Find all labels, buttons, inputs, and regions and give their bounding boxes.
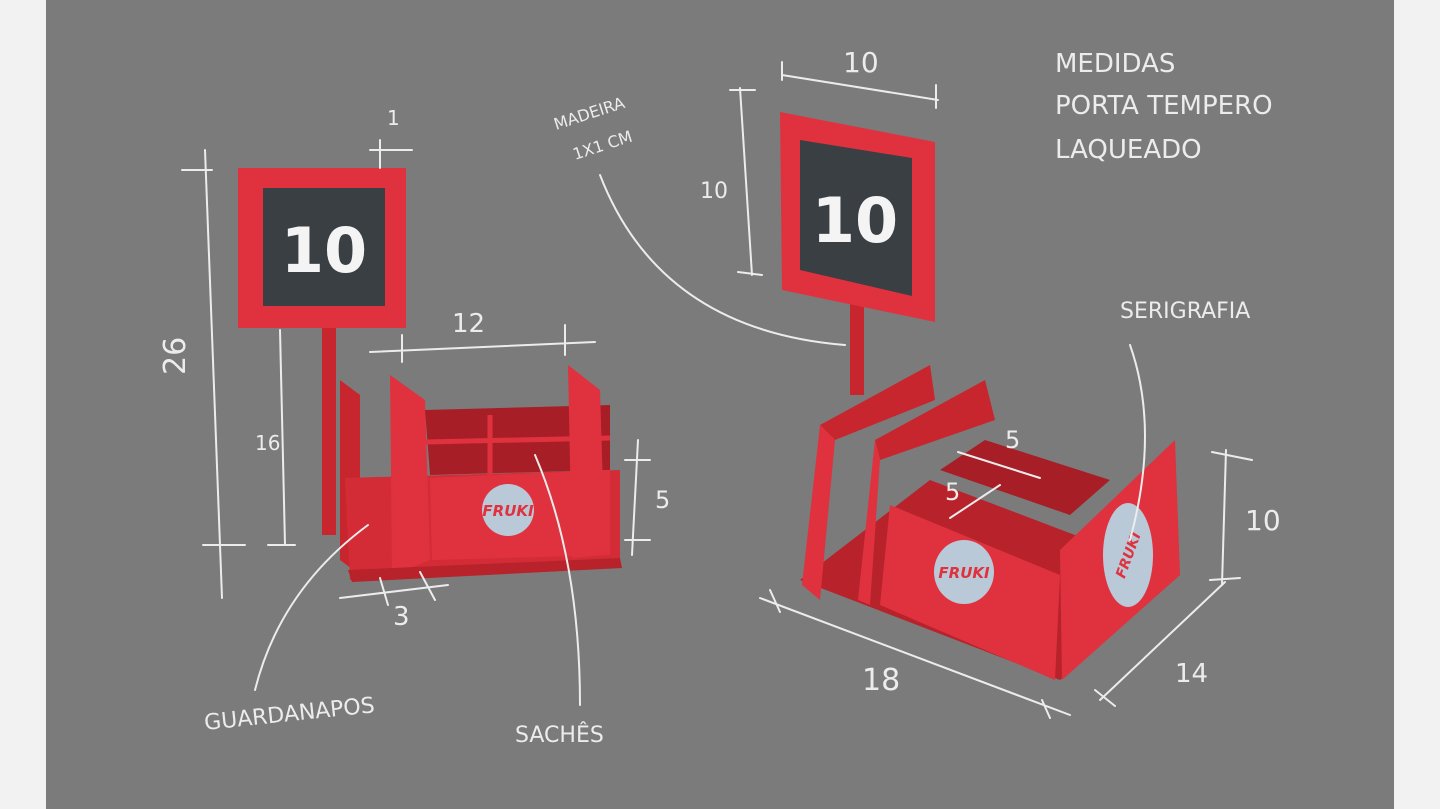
- material-line-1: MADEIRA: [551, 93, 627, 134]
- dim-depth: 14: [1175, 659, 1208, 689]
- title-line-1: MEDIDAS: [1055, 49, 1175, 79]
- sketch-canvas: 10 FRUKI 10 FRUKI FRUKI: [46, 0, 1394, 809]
- dim-post-height: 16: [255, 431, 280, 455]
- title-line-3: LAQUEADO: [1055, 135, 1202, 165]
- dim-sign-height: 10: [700, 179, 728, 204]
- dim-cell-depth: 5: [945, 478, 960, 506]
- sketch-drawing: 10 FRUKI 10 FRUKI FRUKI: [158, 46, 1281, 748]
- dim-sign-width: 10: [843, 46, 879, 79]
- right-chalkboard: [800, 140, 912, 296]
- title-line-2: PORTA TEMPERO: [1055, 91, 1273, 121]
- serigrafia-label: SERIGRAFIA: [1120, 299, 1250, 324]
- left-model: 10 FRUKI: [238, 168, 622, 582]
- dim-height: 10: [1245, 504, 1281, 537]
- material-line-2: 1X1 CM: [570, 127, 634, 164]
- right-model: 10 FRUKI FRUKI: [780, 112, 1180, 680]
- dim-napkin-slot: 3: [393, 602, 410, 632]
- dim-compartment-height: 5: [655, 486, 670, 514]
- dim-cell-width: 5: [1005, 426, 1020, 454]
- dim-sign-thickness: 1: [387, 106, 400, 130]
- right-sign-number: 10: [812, 184, 898, 257]
- dimension-lines: [181, 61, 1253, 719]
- saches-label: SACHÊS: [515, 722, 604, 748]
- left-chalkboard: [263, 188, 385, 306]
- left-logo: FRUKI: [482, 502, 534, 520]
- dim-height-total: 26: [158, 337, 193, 375]
- left-sign-number: 10: [281, 214, 367, 287]
- dim-length: 18: [862, 663, 900, 698]
- dim-left-width: 12: [452, 309, 485, 339]
- right-front-logo: FRUKI: [938, 564, 990, 582]
- left-post: [322, 320, 336, 535]
- guardanapos-label: GUARDANAPOS: [203, 693, 376, 736]
